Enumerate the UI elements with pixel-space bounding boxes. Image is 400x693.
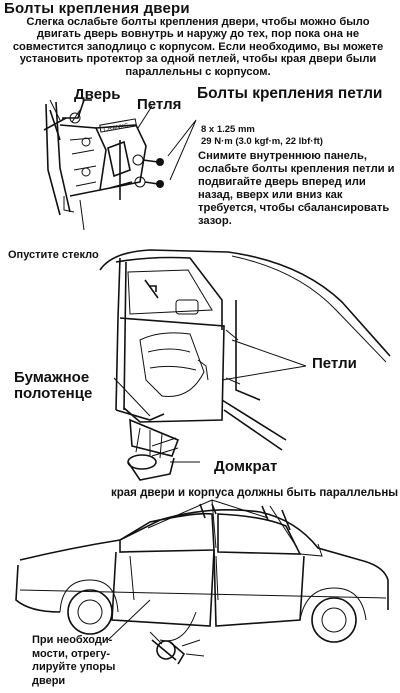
label-jack: Домкрат [214, 458, 278, 475]
label-paper-towel: Бумажное полотенце [14, 369, 93, 402]
label-hinge: Петля [137, 96, 182, 113]
svg-text:CRANKS: CRANKS [103, 123, 129, 133]
label-door: Дверь [74, 86, 121, 103]
hinge-detail-illustration: CRANKS [43, 99, 197, 231]
parallel-caption: края двери и корпуса должны быть паралле… [111, 487, 399, 499]
intro-paragraph: Слегка ослабьте болты крепления двери, ч… [12, 16, 384, 78]
door-jack-illustration [99, 249, 391, 481]
spec-block: 8 x 1.25 mm 29 N·m (3.0 kgf·m, 22 lbf·ft… [201, 124, 323, 148]
spec-size: 8 x 1.25 mm [201, 124, 255, 135]
spec-torque: 29 N·m (3.0 kgf·m, 22 lbf·ft) [201, 136, 323, 147]
page-title: Болты крепления двери [4, 0, 190, 17]
label-lower-glass: Опустите стекло [8, 249, 99, 261]
door-stop-note: При необходи-мости, отрегу-лируйте упоры… [32, 634, 116, 687]
hinge-bolts-heading: Болты крепления петли [197, 85, 383, 102]
hinge-adjust-note: Снимите внутреннюю панель, ослабьте болт… [198, 150, 395, 227]
label-hinges: Петли [312, 355, 357, 372]
car-side-illustration [15, 499, 389, 665]
